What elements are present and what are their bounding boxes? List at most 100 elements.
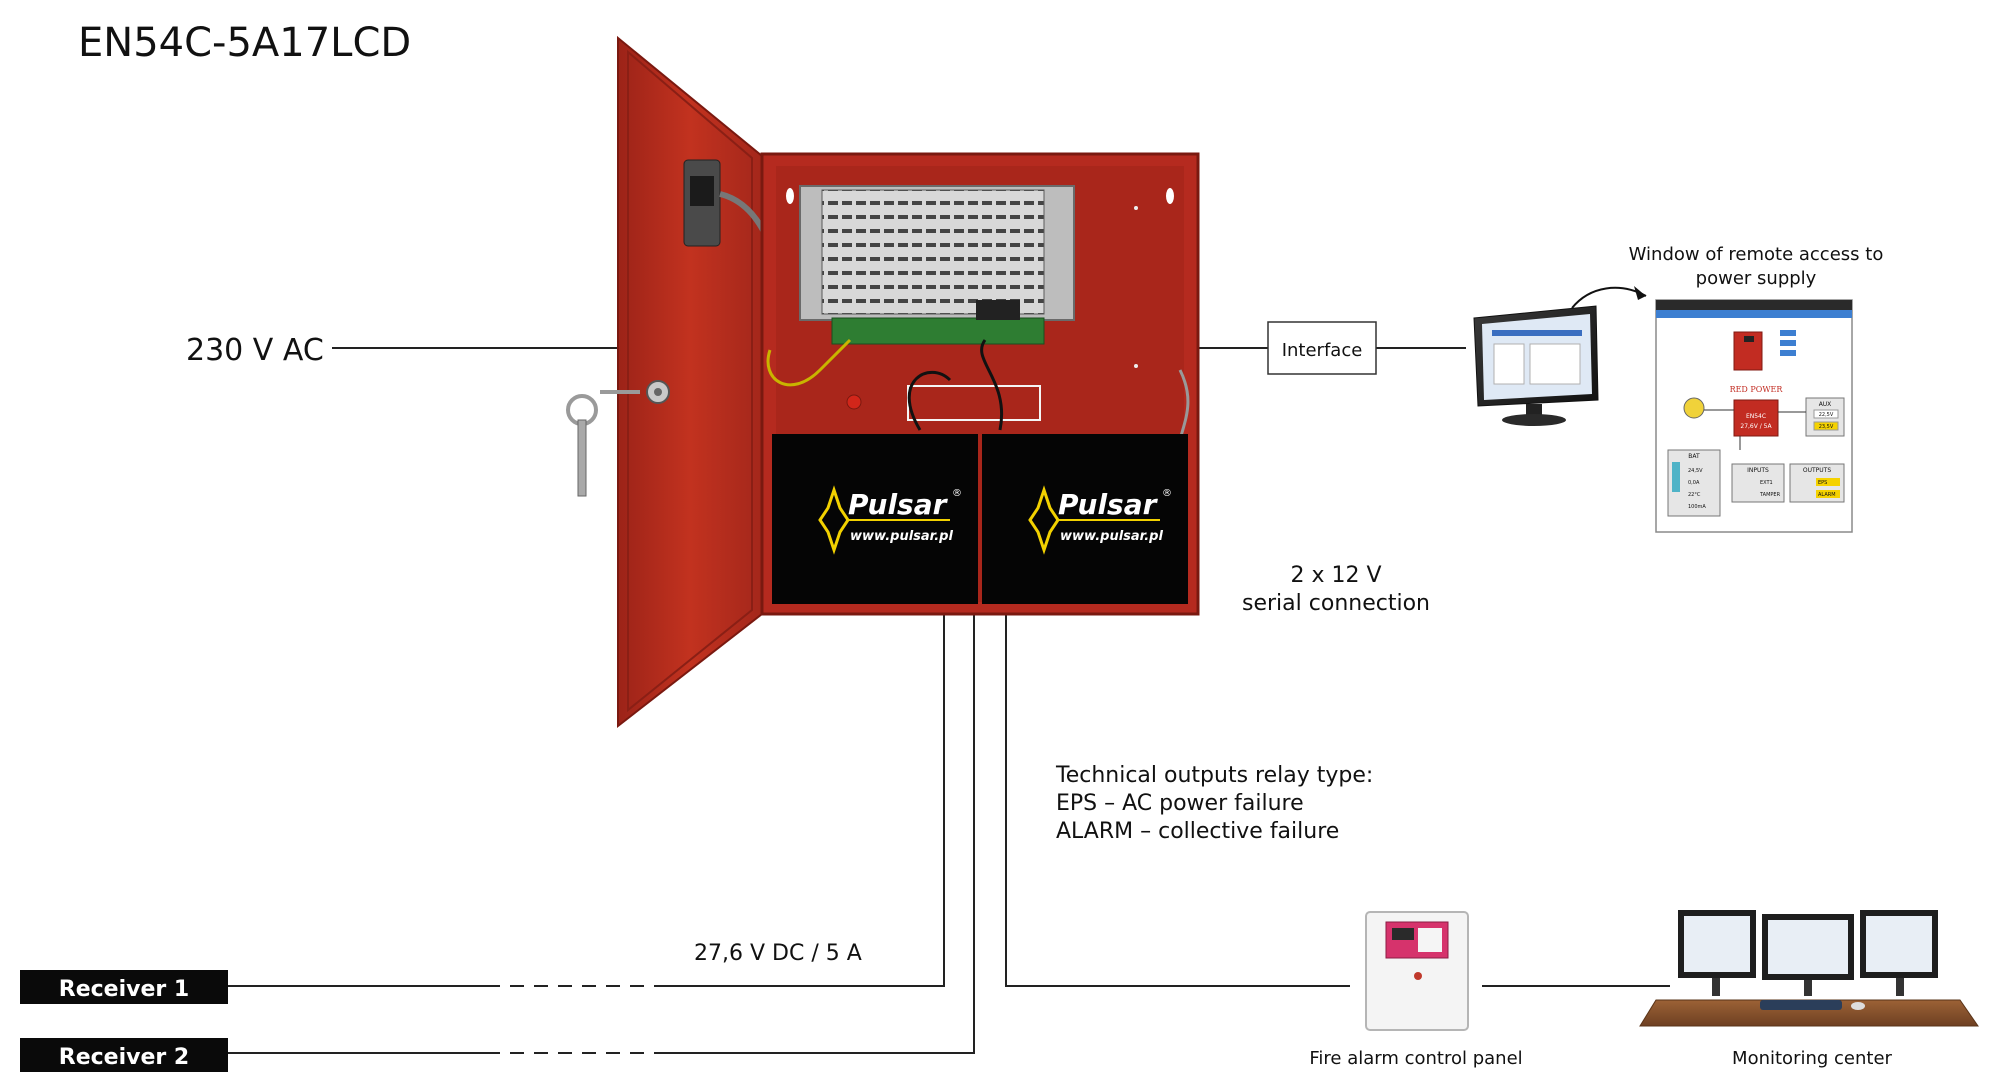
remote-window-aux-title: AUX bbox=[1819, 401, 1832, 408]
remote-window-aux-value1: 22,5V bbox=[1819, 412, 1834, 418]
technical-outputs-line2: EPS – AC power failure bbox=[1056, 791, 1304, 816]
remote-window-aux-value-box bbox=[1813, 409, 1839, 419]
remote-window-button bbox=[1780, 350, 1796, 356]
monitor-base bbox=[1502, 414, 1566, 426]
fire-panel-lcd bbox=[1392, 928, 1414, 940]
remote-window-inputs-title: INPUTS bbox=[1747, 467, 1769, 474]
page-title: EN54C-5A17LCD bbox=[78, 20, 411, 66]
remote-window-device-block bbox=[1733, 399, 1779, 437]
psu-vent-cover bbox=[821, 189, 1045, 315]
remote-window-bat-value2: 0,0A bbox=[1688, 480, 1700, 486]
monitor-stand bbox=[1896, 978, 1904, 996]
battery-cables bbox=[907, 339, 1004, 431]
tamper-switch bbox=[846, 394, 862, 410]
remote-window-output-badge bbox=[1816, 490, 1840, 498]
serial-label-line2: serial connection bbox=[1242, 591, 1430, 616]
monitor-stand bbox=[1804, 980, 1812, 996]
remote-window-label-line1: Window of remote access to bbox=[1629, 244, 1884, 265]
receiver1-bar bbox=[20, 970, 228, 1004]
output-wire-receiver1 bbox=[668, 614, 945, 987]
remote-window-input2: TAMPER bbox=[1759, 492, 1781, 498]
screw-dot bbox=[1134, 364, 1138, 368]
enclosure-door bbox=[617, 35, 763, 729]
fire-panel-keypad bbox=[1418, 928, 1442, 952]
remote-monitor bbox=[1473, 286, 1647, 426]
remote-window-bat-value3: 22°C bbox=[1688, 492, 1701, 498]
psu-terminal-board bbox=[831, 317, 1045, 345]
battery-2-url: www.pulsar.pl bbox=[1060, 529, 1163, 544]
technical-output-wire bbox=[1005, 614, 1350, 987]
battery-1: Pulsar ® www.pulsar.pl bbox=[772, 434, 978, 604]
remote-window-output2: ALARM bbox=[1818, 492, 1836, 498]
lcd-screen bbox=[690, 176, 714, 206]
remote-access-window: RED POWER EN54C 27,6V / 5A AUX 22,5V 23,… bbox=[1655, 299, 1853, 533]
screw-dot bbox=[1134, 206, 1138, 210]
receiver2-bar bbox=[20, 1038, 228, 1072]
remote-window-device-lcd bbox=[1744, 336, 1754, 342]
remote-window-device-label2: 27,6V / 5A bbox=[1740, 423, 1772, 430]
serial-label-line1: 2 x 12 V bbox=[1290, 563, 1381, 588]
remote-window-bat-value1: 24,5V bbox=[1688, 468, 1703, 474]
interface-box bbox=[1267, 321, 1377, 375]
fire-panel-indicator bbox=[1414, 972, 1422, 980]
mounting-hole-left bbox=[786, 188, 794, 204]
monitor-stand bbox=[1712, 978, 1720, 996]
interface-label: Interface bbox=[1282, 340, 1363, 361]
fire-panel-label: Fire alarm control panel bbox=[1309, 1048, 1522, 1069]
battery-1-url: www.pulsar.pl bbox=[850, 529, 953, 544]
remote-window-device-label1: EN54C bbox=[1746, 413, 1766, 420]
remote-window-bat-value4: 100mA bbox=[1688, 504, 1706, 510]
output-dc-label: 27,6 V DC / 5 A bbox=[694, 941, 862, 966]
remote-window-battery-level bbox=[1672, 462, 1680, 492]
remote-window-button bbox=[1780, 330, 1796, 336]
key-blade bbox=[577, 419, 587, 497]
monitoring-center-label: Monitoring center bbox=[1732, 1048, 1892, 1069]
battery-2-registered: ® bbox=[1162, 488, 1172, 499]
remote-window-brand: RED POWER bbox=[1730, 385, 1784, 394]
remote-window-aux-value-box bbox=[1813, 421, 1839, 431]
remote-window-output-badge bbox=[1816, 478, 1840, 486]
remote-window-titlebar bbox=[1656, 310, 1852, 318]
battery-2-brand: Pulsar bbox=[1058, 488, 1159, 521]
monitor-right-screen bbox=[1866, 916, 1932, 972]
monitor-screen-panel bbox=[1493, 343, 1525, 385]
receiver1-label: Receiver 1 bbox=[59, 977, 189, 1002]
technical-outputs-line3: ALARM – collective failure bbox=[1056, 819, 1339, 844]
psu-enclosure: Pulsar ® www.pulsar.pl Pulsar ® www.puls… bbox=[566, 35, 1200, 729]
remote-window-button bbox=[1780, 340, 1796, 346]
battery-1-brand: Pulsar bbox=[848, 488, 949, 521]
remote-access-arrowhead bbox=[1634, 286, 1646, 300]
ac-input-label: 230 V AC bbox=[186, 333, 324, 368]
technical-outputs-line1: Technical outputs relay type: bbox=[1055, 763, 1373, 788]
receiver2-label: Receiver 2 bbox=[59, 1045, 189, 1070]
lock-keyhole bbox=[654, 388, 662, 396]
remote-window-bat-title: BAT bbox=[1688, 453, 1700, 460]
psu-connector bbox=[976, 300, 1020, 320]
monitor-left-screen bbox=[1684, 916, 1750, 972]
battery-1-registered: ® bbox=[952, 488, 962, 499]
remote-window-inputs-box bbox=[1731, 463, 1785, 503]
remote-window-ac-icon bbox=[1683, 397, 1705, 419]
remote-window-aux-value2: 23,5V bbox=[1819, 424, 1834, 430]
monitor-screen-panel bbox=[1529, 343, 1581, 385]
output-wire-receiver2 bbox=[668, 614, 975, 1054]
desk bbox=[1639, 999, 1979, 1027]
remote-window-menubar bbox=[1656, 300, 1852, 310]
monitor-center-screen bbox=[1768, 920, 1848, 974]
fire-alarm-panel bbox=[1365, 911, 1469, 1031]
remote-window-label-line2: power supply bbox=[1696, 268, 1817, 289]
remote-window-output1: EPS bbox=[1818, 480, 1827, 486]
fuse-frame bbox=[907, 385, 1041, 421]
wires bbox=[228, 347, 1670, 1054]
remote-window-input1: EXT1 bbox=[1760, 480, 1773, 486]
monitoring-center bbox=[1639, 910, 1979, 1027]
remote-window-outputs-title: OUTPUTS bbox=[1803, 467, 1831, 474]
ground-wire bbox=[766, 338, 852, 387]
keyboard bbox=[1760, 1000, 1842, 1010]
battery-2: Pulsar ® www.pulsar.pl bbox=[982, 434, 1188, 604]
monitor-screen-header bbox=[1492, 330, 1582, 336]
mouse bbox=[1851, 1002, 1865, 1010]
mounting-hole-right bbox=[1166, 188, 1174, 204]
